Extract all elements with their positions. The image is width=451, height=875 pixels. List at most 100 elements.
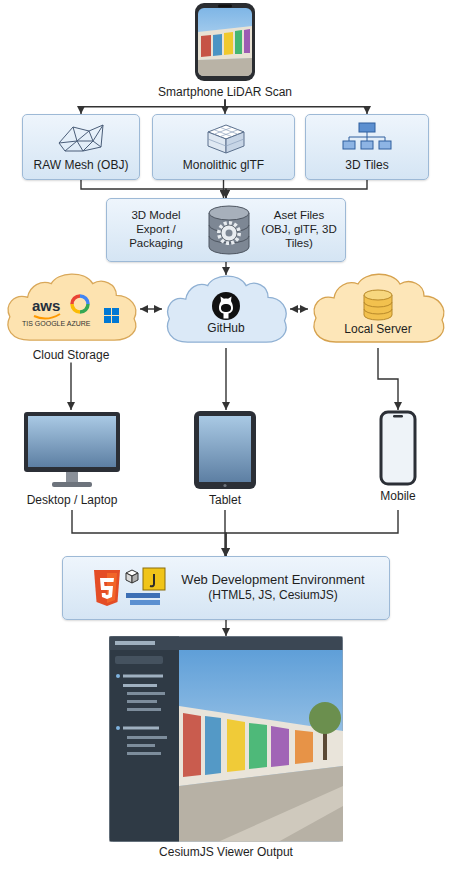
cube-icon bbox=[198, 121, 250, 155]
icon-part bbox=[183, 713, 201, 777]
device-node: Tablet bbox=[170, 410, 280, 510]
format-box: Monolithic glTF bbox=[152, 114, 295, 180]
icon-part bbox=[205, 716, 221, 775]
icon-part bbox=[271, 726, 289, 767]
icon-part bbox=[193, 410, 257, 490]
icon-part bbox=[123, 684, 157, 687]
storage-cloud: Cloud Storage bbox=[2, 268, 140, 362]
icon-part bbox=[219, 296, 233, 318]
icon-part bbox=[59, 125, 103, 151]
icon-part bbox=[126, 573, 132, 583]
node-label: Desktop / Laptop bbox=[27, 493, 118, 507]
cloud-shape bbox=[2, 268, 140, 346]
flow-connector bbox=[81, 99, 225, 114]
web-icon bbox=[90, 566, 170, 610]
node-label: Smartphone LiDAR Scan bbox=[158, 85, 292, 99]
icon-part bbox=[226, 230, 233, 237]
icon-part bbox=[341, 121, 393, 153]
icon-part bbox=[295, 730, 313, 764]
icon-part bbox=[211, 291, 241, 321]
icon-part bbox=[179, 650, 343, 842]
node-label: CesiumJS Viewer Output bbox=[159, 845, 293, 859]
icon-part bbox=[204, 203, 254, 257]
node-label: Mobile bbox=[380, 489, 415, 503]
icon-part bbox=[198, 8, 252, 76]
icon-part bbox=[244, 29, 250, 53]
flow-connector bbox=[225, 99, 367, 114]
icon-part bbox=[28, 416, 116, 467]
icon-part bbox=[94, 570, 120, 606]
icon-part bbox=[116, 726, 120, 730]
icon-part bbox=[127, 708, 161, 711]
flow-connector bbox=[225, 348, 226, 410]
icon-part bbox=[208, 127, 244, 146]
icon-part bbox=[379, 141, 391, 149]
node-label: GitHub bbox=[207, 321, 244, 335]
icon-part bbox=[110, 637, 180, 842]
mobile-icon bbox=[379, 410, 417, 486]
icon-part bbox=[55, 121, 107, 155]
icon-part bbox=[195, 3, 255, 81]
flow-connector bbox=[140, 308, 162, 309]
icon-part bbox=[52, 482, 92, 487]
icon-part bbox=[123, 727, 159, 730]
icon-part bbox=[343, 141, 355, 149]
icon-part bbox=[393, 415, 403, 418]
icon-part bbox=[179, 766, 343, 842]
icon-part bbox=[249, 723, 267, 769]
device-node: Desktop / Laptop bbox=[12, 410, 132, 510]
icon-part bbox=[223, 484, 226, 487]
format-box: RAW Mesh (OBJ) bbox=[22, 114, 140, 180]
icon-part bbox=[212, 292, 240, 320]
icon-part bbox=[209, 225, 249, 243]
icon-part bbox=[199, 416, 251, 482]
flow-connector bbox=[81, 180, 226, 198]
device-node: Mobile bbox=[352, 410, 444, 510]
icon-part bbox=[90, 566, 170, 610]
flow-connector bbox=[378, 348, 398, 410]
node-label: Tablet bbox=[209, 493, 241, 507]
node-label: RAW Mesh (OBJ) bbox=[34, 158, 129, 172]
icon-part bbox=[22, 410, 122, 490]
icon-part bbox=[2, 268, 140, 346]
monitor-icon bbox=[22, 410, 122, 490]
icon-part bbox=[221, 304, 231, 312]
icon-part bbox=[100, 578, 114, 599]
icon-part bbox=[309, 702, 341, 734]
node-label: (HTML5, JS, CesiumJS) bbox=[181, 588, 364, 602]
phone-icon bbox=[194, 2, 256, 82]
icon-part bbox=[115, 641, 155, 645]
icon-part bbox=[194, 2, 256, 82]
icon-part bbox=[221, 225, 237, 241]
icon-part bbox=[127, 744, 155, 747]
node-label: Cloud Storage bbox=[2, 348, 140, 362]
icon-part bbox=[359, 123, 375, 132]
tiles-icon bbox=[341, 121, 393, 153]
server-cloud: Local Server bbox=[308, 268, 448, 348]
icon-part bbox=[80, 304, 88, 312]
flow-connector bbox=[226, 180, 367, 198]
icon-part bbox=[80, 296, 88, 304]
icon-part bbox=[209, 206, 249, 220]
screen-icon bbox=[109, 636, 343, 842]
icon-part bbox=[104, 308, 111, 315]
icon-part bbox=[112, 316, 119, 323]
icon-part bbox=[143, 568, 165, 590]
icon-part bbox=[379, 410, 417, 486]
icon-part bbox=[364, 290, 392, 300]
icon-part bbox=[110, 637, 343, 842]
icon-part bbox=[127, 752, 161, 755]
flow-connector bbox=[72, 510, 226, 556]
icon-part bbox=[115, 656, 163, 664]
icon-part bbox=[127, 692, 165, 695]
icon-part bbox=[112, 308, 119, 315]
flow-connector bbox=[290, 308, 308, 309]
node-label: Monolithic glTF bbox=[183, 158, 264, 172]
icon-part bbox=[227, 719, 245, 772]
flow-connector bbox=[223, 180, 224, 198]
vendor-logo-text: TIS GOOGLE AZURE bbox=[22, 320, 90, 327]
icon-part bbox=[150, 574, 154, 586]
flow-connector bbox=[225, 262, 226, 275]
icon-part bbox=[130, 600, 160, 605]
flow-connector bbox=[70, 362, 71, 410]
